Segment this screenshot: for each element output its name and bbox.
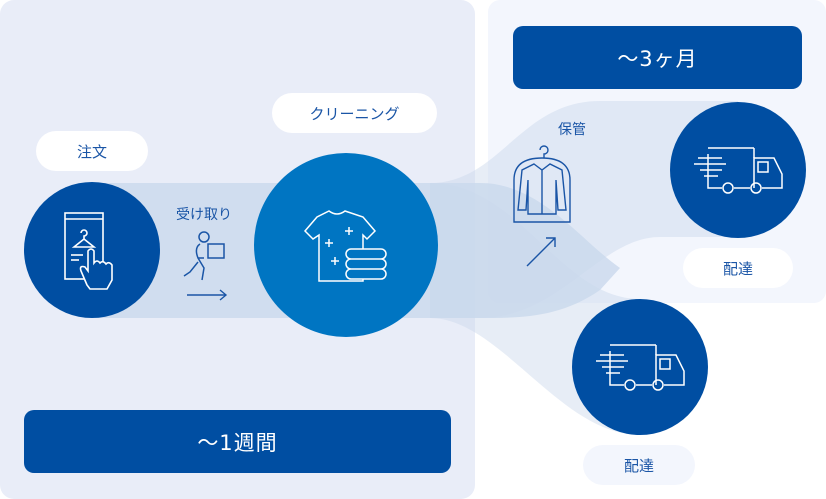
storage-delivery-circle — [670, 102, 806, 238]
truck-icon — [596, 344, 685, 391]
direct-delivery-circle — [572, 299, 708, 435]
smartphone-order-icon — [64, 212, 113, 290]
clean-shirt-icon — [303, 210, 387, 282]
cleaning-circle — [254, 153, 438, 337]
truck-icon — [694, 147, 783, 194]
garment-bag-icon — [513, 145, 571, 223]
arrow-right-icon — [187, 289, 228, 301]
pickup-label: 受け取り — [176, 207, 232, 223]
storage-label: 保管 — [558, 122, 586, 138]
order-circle — [24, 182, 160, 318]
storage-delivery-label: 配達 — [683, 248, 793, 288]
direct-delivery-label: 配達 — [583, 445, 695, 485]
delivery-person-icon — [183, 231, 225, 281]
arrow-up-right-icon — [526, 237, 556, 267]
short-duration-badge: 〜1週間 — [24, 410, 451, 473]
long-duration-badge: 〜3ヶ月 — [513, 26, 802, 89]
cleaning-label: クリーニング — [272, 93, 437, 133]
order-label: 注文 — [36, 131, 148, 171]
